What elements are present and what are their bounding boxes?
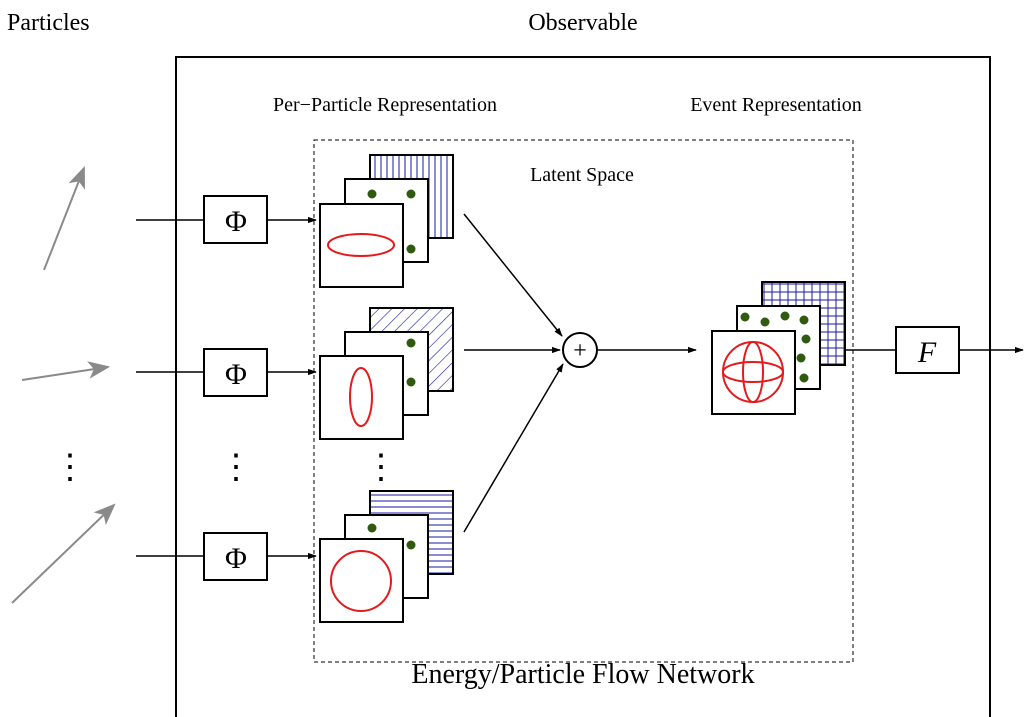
event-stack [711,281,846,415]
phi-ellipsis: ⋮ [219,449,253,486]
sphere-icon [722,341,784,403]
event-dot [799,373,809,383]
latent-dot [406,189,416,199]
phi-box-1: Φ [203,195,268,244]
circled-plus-icon [562,332,598,368]
sum-in-arrow-1 [463,213,563,337]
latent-space-box [313,139,854,663]
latent-dot [367,189,377,199]
latent-dot [406,540,416,550]
event-dot [780,311,790,321]
f-box: F [895,326,960,374]
latent-ellipsis: ⋮ [364,449,398,486]
latent-dot [406,377,416,387]
phi-symbol: Φ [225,205,247,238]
latent-dot [406,244,416,254]
event-label: Event Representation [690,94,862,116]
sum-symbol: + [573,338,587,364]
horizontal-ellipse-icon [327,233,395,257]
particles-ellipsis: ⋮ [53,449,87,486]
event-dot [796,353,806,363]
event-dot [799,315,809,325]
latent-stack-3 [319,490,454,623]
circle-shape-icon [330,550,392,612]
phi-box-3: Φ [203,532,268,581]
phi-symbol: Φ [225,358,247,391]
network-box [175,56,991,717]
observable-label: Observable [528,10,637,36]
f-symbol: F [917,336,937,369]
particle-arrow-3 [11,503,116,604]
phi-box-2: Φ [203,348,268,397]
event-dot [740,312,750,322]
latent-dot [367,523,377,533]
latent-stack-2 [319,307,454,440]
event-dot [760,317,770,327]
phi-symbol: Φ [225,542,247,575]
latent-dot [406,338,416,348]
event-dot [801,334,811,344]
per-particle-label: Per−Particle Representation [273,94,497,116]
particle-arrow-1 [43,165,85,271]
vertical-ellipse-icon [349,367,373,427]
network-label: Energy/Particle Flow Network [411,659,754,690]
latent-layer-shape [319,203,404,288]
latent-layer-shape [319,538,404,623]
sum-in-arrow-3 [463,363,564,533]
latent-space-label: Latent Space [530,164,634,186]
sum-node: + [562,332,598,368]
event-layer-shape [711,330,796,415]
particles-label: Particles [7,10,90,36]
latent-stack-1 [319,154,454,288]
particle-arrow-2 [21,361,111,381]
